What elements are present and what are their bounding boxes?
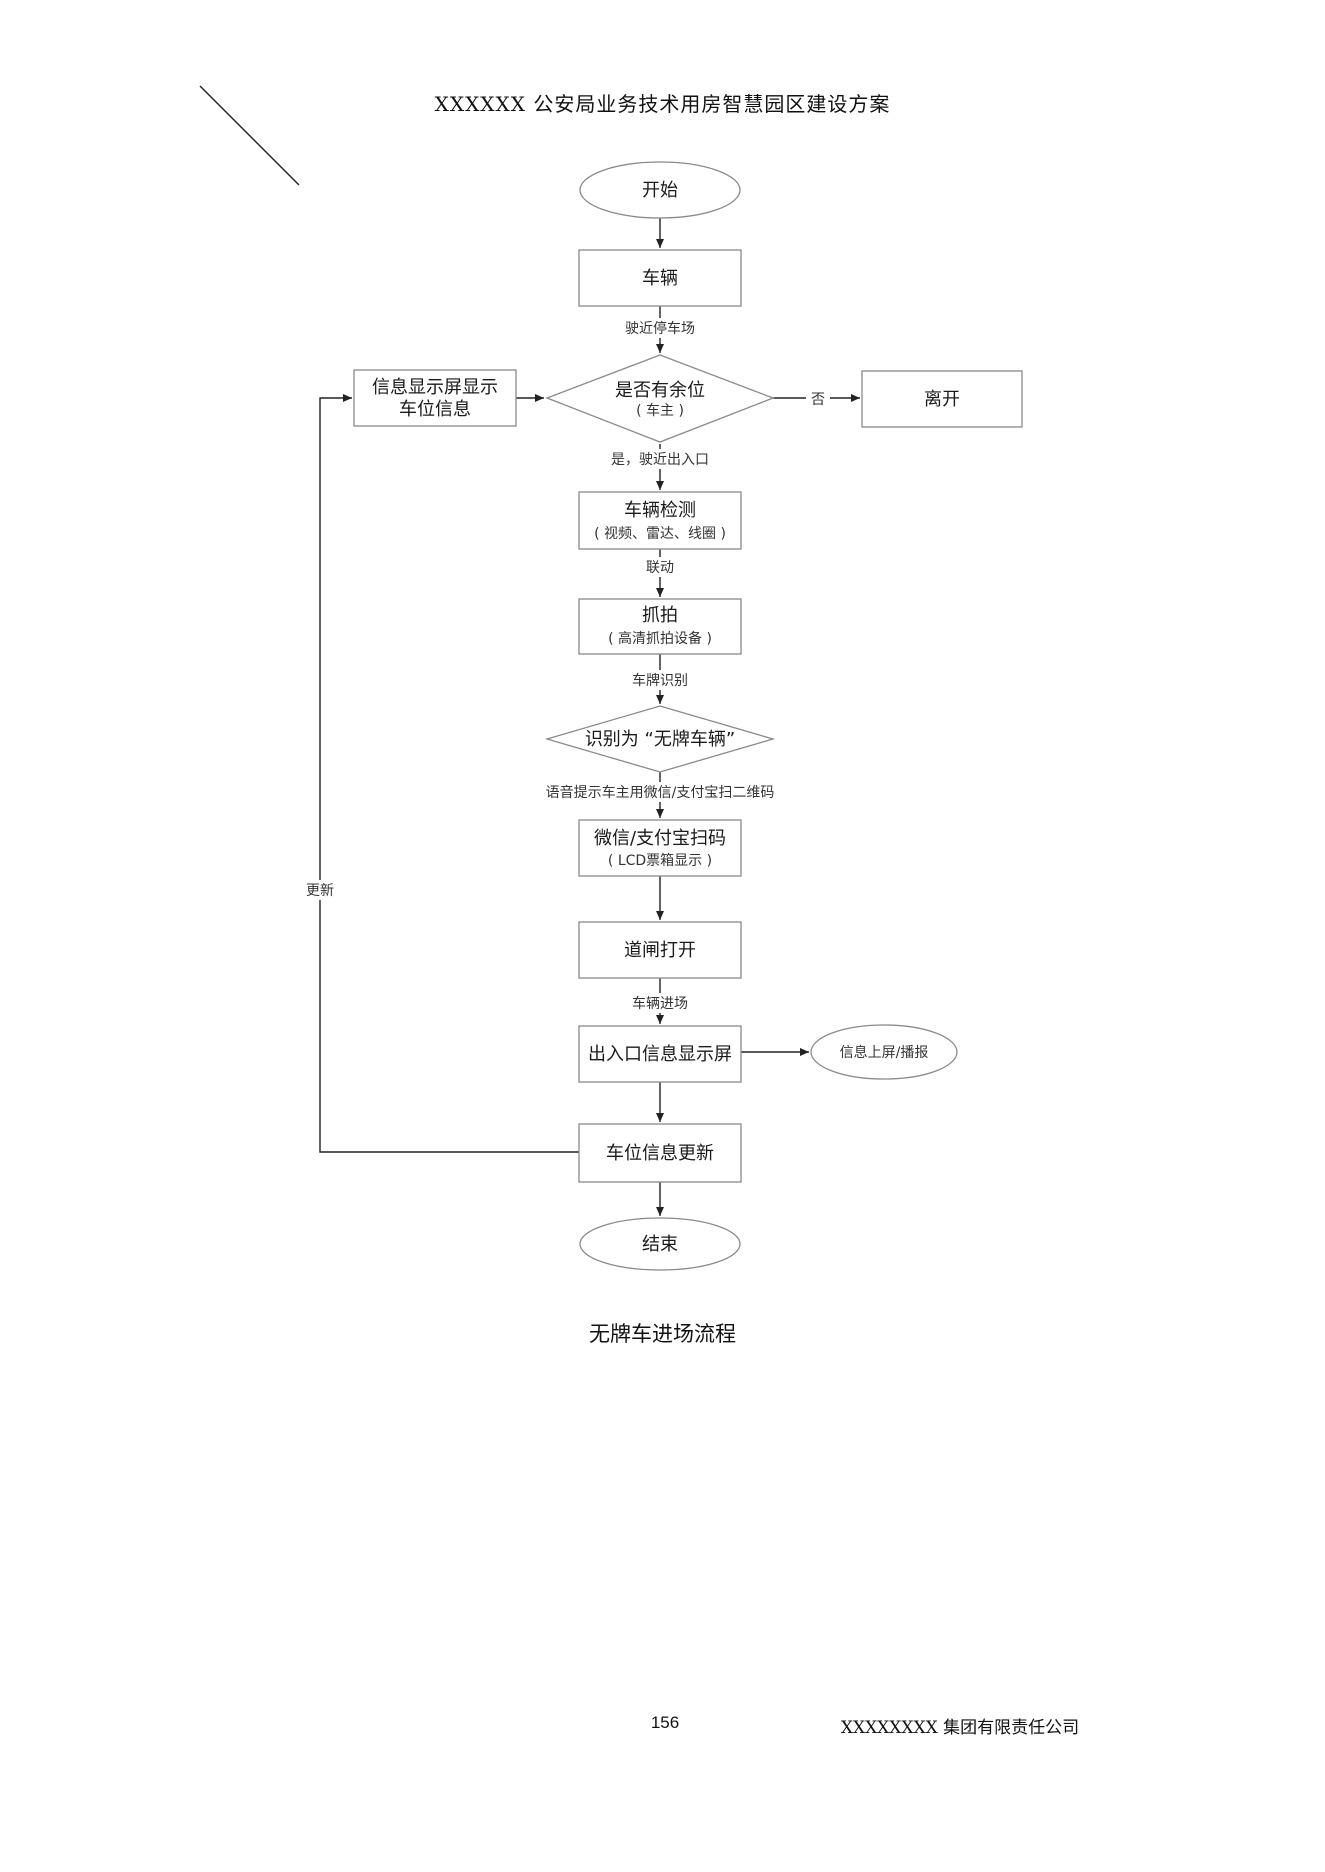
node-scan: 微信/支付宝扫码 ( LCD票箱显示 ) <box>578 819 742 877</box>
node-detect-sub: ( 视频、雷达、线圈 ) <box>594 526 726 542</box>
node-capture: 抓拍 ( 高清抓拍设备 ) <box>578 598 742 655</box>
page-header: XXXXXX 公安局业务技术用房智慧园区建设方案 <box>434 92 891 116</box>
node-start: 开始 <box>579 161 741 219</box>
edge-update-display <box>319 394 579 1153</box>
edge-label-enter: 车辆进场 <box>632 995 688 1012</box>
node-gate-label: 道闸打开 <box>624 940 696 961</box>
node-detect: 车辆检测 ( 视频、雷达、线圈 ) <box>578 491 742 550</box>
edge-label-voice: 语音提示车主用微信/支付宝扫二维码 <box>546 784 775 801</box>
figure-caption: 无牌车进场流程 <box>589 1322 736 1346</box>
node-end-label: 结束 <box>642 1234 678 1255</box>
node-start-label: 开始 <box>642 180 678 201</box>
edge-label-approach: 驶近停车场 <box>625 320 695 337</box>
node-decision-space: 是否有余位 ( 车主 ) <box>545 354 775 443</box>
node-scan-label: 微信/支付宝扫码 <box>594 828 726 849</box>
node-broadcast: 信息上屏/播报 <box>810 1024 958 1080</box>
node-gate: 道闸打开 <box>578 921 742 979</box>
node-capture-sub: ( 高清抓拍设备 ) <box>608 630 712 647</box>
node-decision-plate: 识别为 “无牌车辆” <box>544 705 776 773</box>
node-display-info-line2: 车位信息 <box>399 399 471 420</box>
node-end: 结束 <box>579 1217 741 1271</box>
node-display-info-line1: 信息显示屏显示 <box>372 377 498 398</box>
edge-label-no: 否 <box>811 392 825 408</box>
edge-label-update: 更新 <box>306 883 334 899</box>
node-display-info: 信息显示屏显示 车位信息 <box>353 369 517 427</box>
footer-company: XXXXXXXX 集团有限责任公司 <box>840 1718 1080 1738</box>
node-decision-space-sub: ( 车主 ) <box>636 402 684 419</box>
node-decision-plate-label: 识别为 “无牌车辆” <box>585 729 735 750</box>
node-leave-label: 离开 <box>924 389 960 410</box>
node-decision-space-label: 是否有余位 <box>615 380 705 401</box>
node-vehicle-label: 车辆 <box>642 268 678 289</box>
node-scan-sub: ( LCD票箱显示 ) <box>608 853 712 869</box>
node-vehicle: 车辆 <box>578 249 742 307</box>
node-leave: 离开 <box>861 370 1023 428</box>
node-space-update: 车位信息更新 <box>578 1123 742 1183</box>
node-io-display: 出入口信息显示屏 <box>578 1025 742 1083</box>
node-io-display-label: 出入口信息显示屏 <box>588 1044 732 1065</box>
edge-label-plate: 车牌识别 <box>632 672 688 689</box>
edge-label-yes: 是，驶近出入口 <box>611 452 709 468</box>
node-detect-label: 车辆检测 <box>624 500 696 521</box>
edge-label-link: 联动 <box>646 560 674 576</box>
corner-mark <box>199 85 300 186</box>
node-capture-label: 抓拍 <box>642 605 678 626</box>
page-number: 156 <box>650 1713 680 1732</box>
node-space-update-label: 车位信息更新 <box>606 1143 714 1164</box>
node-broadcast-label: 信息上屏/播报 <box>840 1044 929 1061</box>
